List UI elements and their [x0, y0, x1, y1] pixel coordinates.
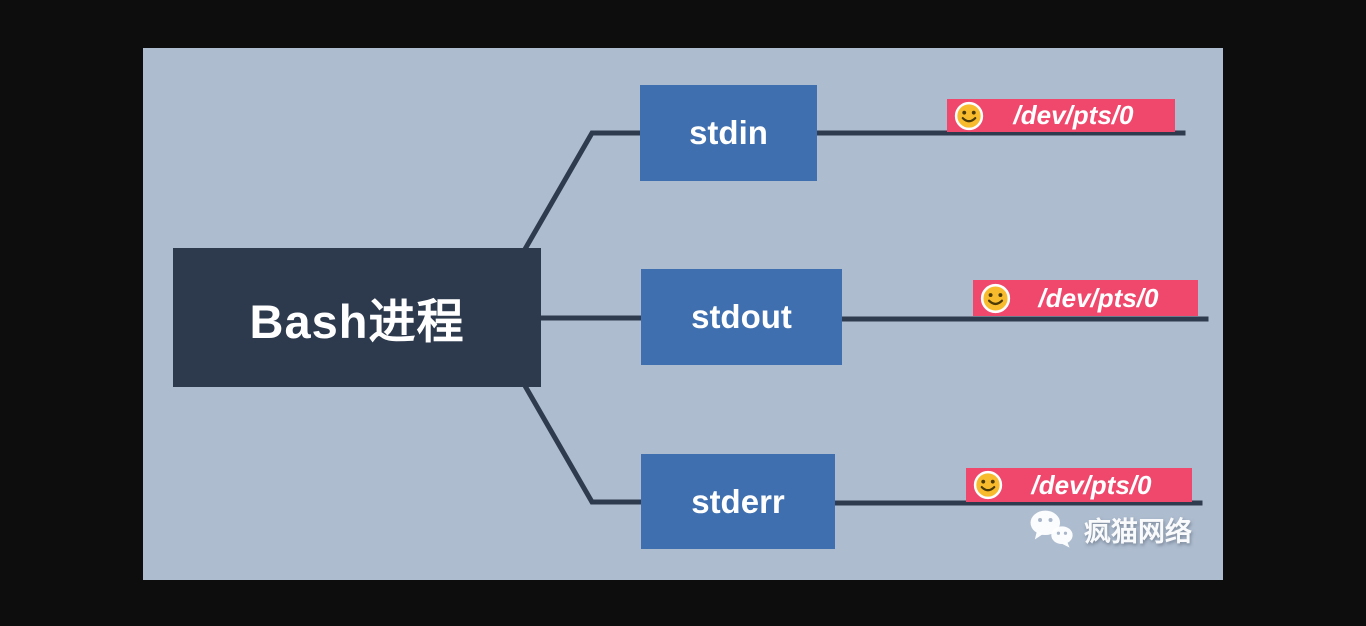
watermark: 疯猫网络	[1028, 506, 1192, 552]
node-stderr-label: stderr	[691, 482, 785, 520]
badge-stderr-target: /dev/pts/0	[966, 468, 1192, 502]
badge-stdout-label: /dev/pts/0	[1038, 282, 1159, 313]
badge-stderr-label: /dev/pts/0	[1031, 469, 1152, 500]
badge-stdin-target: /dev/pts/0	[947, 99, 1175, 132]
node-stdin: stdin	[640, 85, 817, 181]
smiley-icon	[954, 101, 984, 130]
node-stdin-label: stdin	[689, 114, 768, 151]
watermark-text: 疯猫网络	[1084, 516, 1192, 547]
node-stdout-label: stdout	[691, 298, 792, 335]
smiley-icon	[973, 470, 1003, 500]
node-bash-process-label: Bash进程	[249, 295, 465, 348]
node-stderr: stderr	[641, 454, 835, 549]
node-stdout: stdout	[641, 269, 842, 365]
badge-stdout-target: /dev/pts/0	[973, 280, 1198, 316]
node-bash-process: Bash进程	[173, 248, 541, 387]
wechat-icon	[1030, 510, 1073, 548]
badge-stdin-label: /dev/pts/0	[1013, 100, 1134, 130]
smiley-icon	[980, 283, 1011, 313]
